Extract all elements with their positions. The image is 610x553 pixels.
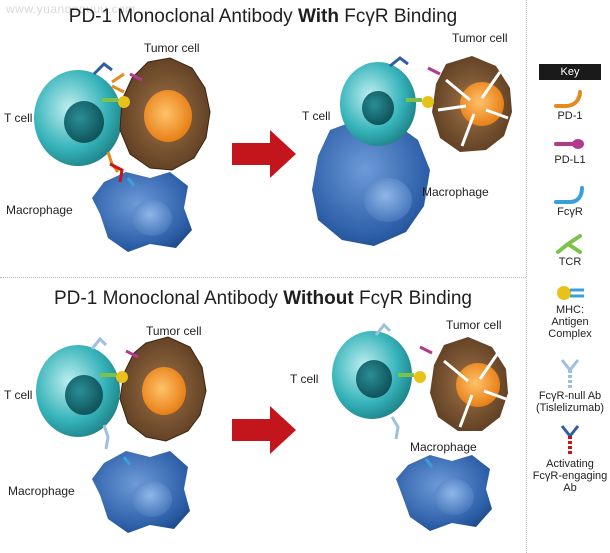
key-item-tcr: TCR <box>530 230 610 268</box>
key-label: FcγR <box>557 206 583 218</box>
title-prefix: PD-1 Monoclonal Antibody <box>54 288 284 309</box>
tcr-icon <box>556 234 582 254</box>
key-item-mhc-antigen-complex: MHC: Antigen Complex <box>530 282 610 340</box>
pd1-icon <box>554 90 582 108</box>
macrophage-before <box>92 451 190 533</box>
tumor-cell-before <box>119 57 211 171</box>
key-label-line: FcγR-null Ab <box>538 390 602 402</box>
macrophage-after <box>312 118 430 246</box>
title-suffix: FcγR Binding <box>338 6 458 27</box>
key-item-fcgr-null-antibody: FcγR-null Ab (Tislelizumab) <box>530 358 610 414</box>
key-label-line: Activating <box>546 458 594 470</box>
key-label: PD-L1 <box>554 154 586 166</box>
macrophage-before <box>92 172 192 252</box>
receptors-before <box>92 62 143 187</box>
macrophage-label: Macrophage <box>8 484 75 498</box>
pdl1-icon <box>554 139 584 149</box>
horizontal-divider <box>0 277 526 278</box>
activating-antibody-icon <box>560 425 580 456</box>
watermark: www.yuanqoouuu.com <box>6 2 136 16</box>
key-label-line: MHC: <box>555 304 585 316</box>
tumor-cell-label: Tumor cell <box>446 318 502 332</box>
t-cell-before <box>34 70 122 166</box>
fcgr-null-antibody-icon <box>560 359 580 388</box>
transition-arrow <box>232 130 296 178</box>
tumor-cell-after <box>430 337 508 431</box>
key-item-fcgr: FcγR <box>530 180 610 218</box>
key-label-line: Complex <box>548 328 592 340</box>
receptors-before <box>90 336 139 466</box>
fcgr-icon <box>554 186 584 204</box>
title-emphasis: With <box>297 6 339 27</box>
tumor-cell-label: Tumor cell <box>146 324 202 338</box>
title-suffix: FcγR Binding <box>353 288 472 309</box>
title-emphasis: Without <box>283 288 354 309</box>
panel-without-fcgr-binding: PD-1 Monoclonal Antibody Without FcγR Bi… <box>0 279 526 553</box>
tumor-cell-label: Tumor cell <box>144 41 200 55</box>
t-cell-after <box>332 331 412 419</box>
macrophage-after <box>396 455 492 531</box>
tumor-cell-label: Tumor cell <box>452 31 508 45</box>
mhc-antigen-complex-icon <box>557 286 584 300</box>
t-cell-after <box>340 62 416 146</box>
key-label: PD-1 <box>557 110 583 122</box>
scene-without-binding: Tumor cell T cell Macrophage Tumor cell … <box>4 318 508 533</box>
vertical-divider <box>526 0 527 553</box>
t-cell-label: T cell <box>290 372 318 386</box>
macrophage-label: Macrophage <box>410 440 477 454</box>
key-label-line: Antigen <box>551 316 589 328</box>
key-label-line: (Tislelizumab) <box>535 402 605 414</box>
key-item-activating-antibody: Activating FcγR-engaging Ab <box>530 424 610 494</box>
t-cell-before <box>36 345 120 437</box>
key-item-pdl1: PD-L1 <box>530 134 610 166</box>
key-item-pd1: PD-1 <box>530 86 610 122</box>
receptors-after <box>389 56 441 108</box>
title-prefix: PD-1 Monoclonal Antibody <box>68 6 298 27</box>
t-cell-label: T cell <box>302 109 330 123</box>
receptors-after <box>374 322 434 468</box>
macrophage-label: Macrophage <box>422 185 489 199</box>
legend-key: Key PD-1 PD-L1 FcγR TCR MHC: Antigen Com… <box>530 0 610 553</box>
panel-with-fcgr-binding: PD-1 Monoclonal Antibody With FcγR Bindi… <box>0 0 526 277</box>
key-title: Key <box>539 64 601 80</box>
key-label-line: FcγR-engaging <box>532 470 608 482</box>
key-label: TCR <box>558 256 582 268</box>
scene-with-binding: Tumor cell T cell Macrophage Tumor cell … <box>4 31 512 252</box>
panel-title: PD-1 Monoclonal Antibody Without FcγR Bi… <box>0 288 526 310</box>
macrophage-label: Macrophage <box>6 203 73 217</box>
tumor-cell-after <box>432 56 512 152</box>
t-cell-label: T cell <box>4 111 32 125</box>
key-label-line: Ab <box>563 482 577 494</box>
tumor-cell-before <box>119 336 207 442</box>
t-cell-label: T cell <box>4 388 32 402</box>
panel-title: PD-1 Monoclonal Antibody With FcγR Bindi… <box>0 6 526 28</box>
transition-arrow <box>232 406 296 454</box>
